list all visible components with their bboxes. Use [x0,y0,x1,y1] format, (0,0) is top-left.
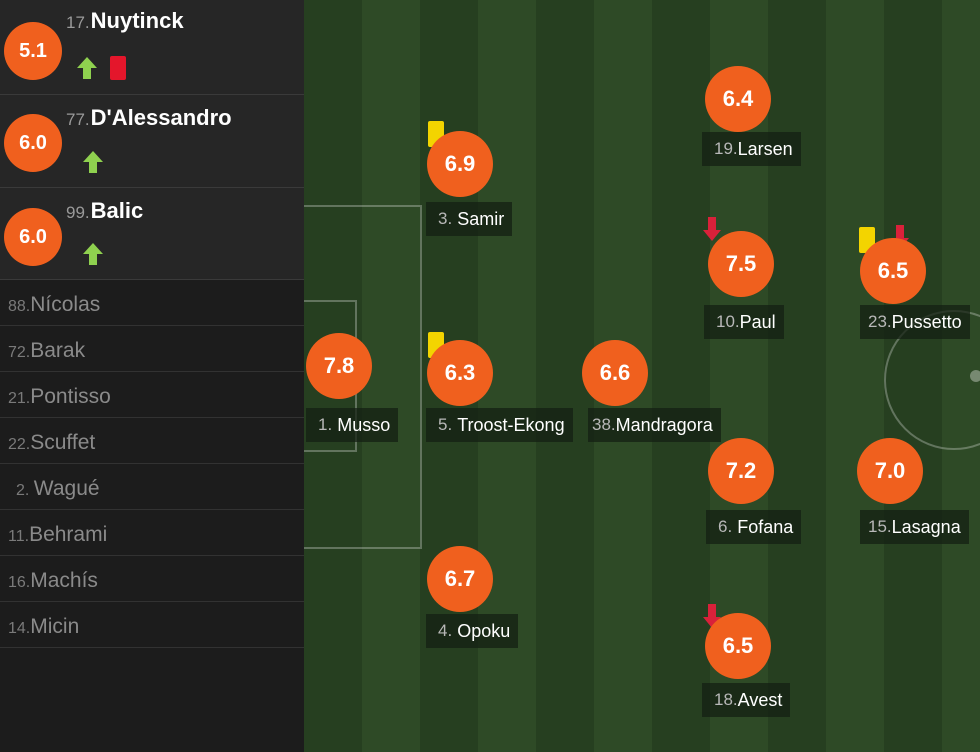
player-name: Wagué [33,477,100,500]
rating-badge[interactable]: 7.0 [857,438,923,504]
sub-in-row[interactable]: 6.0 99.Balic [0,188,304,280]
rating-badge[interactable]: 6.5 [860,238,926,304]
player-label[interactable]: 10.Paul [704,305,784,339]
player-name: Lasagna [891,516,961,537]
player-number: 88. [8,298,31,315]
bench-item[interactable]: 72.Barak [0,326,304,372]
player-label[interactable]: 15.Lasagna [860,510,969,544]
rating-badge[interactable]: 6.5 [705,613,771,679]
player-number: 77. [66,110,90,129]
player-number: 4. [438,621,453,640]
player-name: D'Alessandro [90,105,232,130]
rating-badge: 5.1 [4,22,62,80]
penalty-box [304,205,422,549]
player-number: 10. [716,312,740,331]
player-label[interactable]: 5. Troost-Ekong [426,408,573,442]
player-name: Paul [739,311,776,332]
player-label[interactable]: 6. Fofana [706,510,802,544]
rating-badge[interactable]: 6.3 [427,340,493,406]
bench-item[interactable]: 11.Behrami [0,510,304,556]
player-name: Troost-Ekong [457,414,565,435]
player-name: Machís [30,569,98,592]
player-label[interactable]: 23.Pussetto [860,305,970,339]
player-name: Fofana [737,516,794,537]
rating-badge[interactable]: 6.6 [582,340,648,406]
player-number: 6. [718,517,733,536]
sub-in-row[interactable]: 5.1 17.Nuytinck [0,0,304,95]
player-name: Avest [737,689,783,710]
player-name: Barak [30,339,86,362]
player-name: Scuffet [30,431,96,454]
player-number: 2. [16,482,30,499]
player-number: 23. [868,312,892,331]
player-number: 99. [66,203,90,222]
player-number: 22. [8,436,31,453]
bench-item[interactable]: 22.Scuffet [0,418,304,464]
player-number: 3. [438,209,453,228]
rating-badge: 6.0 [4,208,62,266]
player-number: 38. [592,415,616,434]
rating-badge[interactable]: 7.2 [708,438,774,504]
player-name: Opoku [457,620,511,641]
player-name: Micin [30,615,80,638]
red-card-icon [110,56,126,80]
arrow-up-icon [83,151,103,173]
player-name: Musso [337,414,391,435]
bench-item[interactable]: 16.Machís [0,556,304,602]
player-name: Behrami [29,523,108,546]
player-number: 5. [438,415,453,434]
player-name: Samir [457,208,505,229]
player-number: 16. [8,574,31,591]
player-number: 1. [318,415,333,434]
player-name: Mandragora [615,414,713,435]
player-number: 14. [8,620,31,637]
player-label[interactable]: 4. Opoku [426,614,519,648]
player-name: Nuytinck [90,8,184,33]
rating-badge[interactable]: 6.7 [427,546,493,612]
lineup-sidebar: 5.1 17.Nuytinck 6.0 77.D'Alessandro 6.0 … [0,0,304,752]
bench-item[interactable]: 14.Micin [0,602,304,648]
player-label[interactable]: 1. Musso [306,408,399,442]
bench-item[interactable]: 21.Pontisso [0,372,304,418]
arrow-down-icon [703,217,721,241]
player-label[interactable]: 3. Samir [426,202,513,236]
player-name: Pussetto [891,311,962,332]
player-name: Larsen [737,138,793,159]
arrow-up-icon [83,243,103,265]
bench-item[interactable]: 88.Nícolas [0,280,304,326]
player-name: Pontisso [30,385,111,408]
rating-badge[interactable]: 7.8 [306,333,372,399]
player-name: Nícolas [30,293,101,316]
pitch: 7.8 1. Musso 6.9 3. Samir 6.3 5. Troost-… [304,0,980,752]
bench-item[interactable]: 2. Wagué [0,464,304,510]
sub-in-row[interactable]: 6.0 77.D'Alessandro [0,95,304,188]
player-number: 21. [8,390,31,407]
rating-badge[interactable]: 6.4 [705,66,771,132]
player-number: 17. [66,13,90,32]
player-label[interactable]: 19.Larsen [702,132,801,166]
player-number: 11. [8,528,30,545]
player-number: 18. [714,690,738,709]
rating-badge[interactable]: 6.9 [427,131,493,197]
player-label[interactable]: 38.Mandragora [588,408,721,442]
rating-badge[interactable]: 7.5 [708,231,774,297]
player-number: 72. [8,344,31,361]
player-number: 19. [714,139,738,158]
rating-badge: 6.0 [4,114,62,172]
arrow-up-icon [77,57,97,79]
center-spot [970,370,980,382]
player-name: Balic [90,198,144,223]
player-label[interactable]: 18.Avest [702,683,791,717]
player-number: 15. [868,517,892,536]
